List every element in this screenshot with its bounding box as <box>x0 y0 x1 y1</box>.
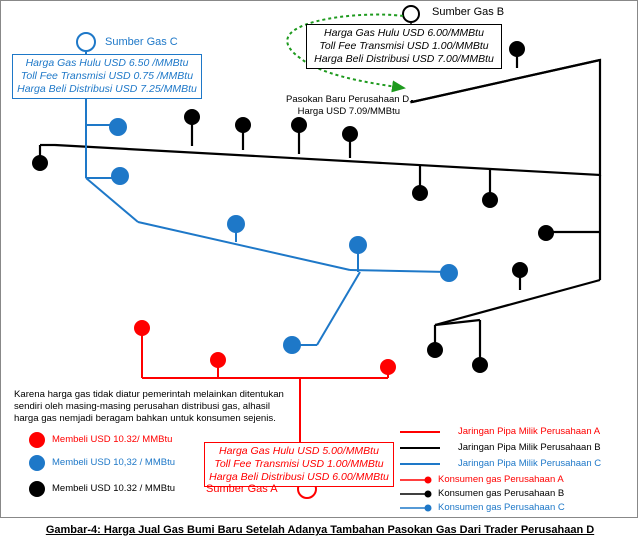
supply-d-line: Harga USD 7.09/MMBtu <box>297 106 401 117</box>
b-consumer <box>184 109 200 125</box>
pricing-note: Karena harga gas tidak diatur pemerintah… <box>14 389 284 425</box>
supply-d-label: Pasokan Baru Perusahaan D, Harga USD 7.0… <box>286 94 412 118</box>
b-consumer <box>509 41 525 57</box>
source-c-line: Harga Beli Distribusi USD 7.25/MMBtu <box>17 83 197 95</box>
supply-d-line: Pasokan Baru Perusahaan D, <box>286 94 412 105</box>
c-consumer <box>440 264 458 282</box>
b-consumer <box>482 192 498 208</box>
source-c-marker <box>76 32 96 52</box>
legend-dot-blue <box>29 455 45 471</box>
company-c-consumers <box>109 118 458 354</box>
c-consumer <box>283 336 301 354</box>
price-legend-blue: Membeli USD 10,32 / MMBtu <box>52 457 176 468</box>
company-a-consumers <box>134 320 396 375</box>
b-consumer <box>427 342 443 358</box>
b-consumer <box>538 225 554 241</box>
source-c-line: Harga Gas Hulu USD 6.50 /MMBtu <box>25 57 189 69</box>
legend-pipe-a: Jaringan Pipa Milik Perusahaan A <box>458 426 601 437</box>
line-legend-symbols <box>400 431 440 512</box>
b-consumer <box>291 117 307 133</box>
source-b-label: Sumber Gas B <box>432 6 505 18</box>
a-consumer <box>380 359 396 375</box>
company-b-consumers <box>32 41 554 373</box>
legend-consumer-b: Konsumen gas Perusahaan B <box>438 488 565 499</box>
c-consumer <box>349 236 367 254</box>
figure-caption: Gambar-4: Harga Jual Gas Bumi Baru Setel… <box>45 524 595 536</box>
b-consumer <box>32 155 48 171</box>
legend-pipe-b: Jaringan Pipa Milik Perusahaan B <box>458 442 601 453</box>
company-c-pipeline <box>85 52 449 346</box>
b-consumer <box>235 117 251 133</box>
price-legend-black: Membeli USD 10.32 / MMBtu <box>52 483 176 494</box>
new-supply-arrow <box>286 13 406 93</box>
c-consumer <box>109 118 127 136</box>
source-c-line: Toll Fee Transmisi USD 0.75 /MMBtu <box>20 70 194 82</box>
source-c-label: Sumber Gas C <box>105 36 178 48</box>
note-line: Karena harga gas tidak diatur pemerintah… <box>14 389 284 400</box>
b-consumer <box>342 126 358 142</box>
company-a-pipeline <box>141 330 389 442</box>
price-legend-red: Membeli USD 10.32/ MMBtu <box>52 434 173 445</box>
source-b-line: Harga Gas Hulu USD 6.00/MMBtu <box>324 27 484 39</box>
source-b-marker <box>402 5 420 23</box>
source-b-line: Harga Beli Distribusi USD 7.00/MMBtu <box>314 53 494 65</box>
source-a-price-box: Harga Gas Hulu USD 5.00/MMBtu Toll Fee T… <box>204 442 394 487</box>
source-b-price-box: Harga Gas Hulu USD 6.00/MMBtu Toll Fee T… <box>306 24 502 69</box>
source-c-price-box: Harga Gas Hulu USD 6.50 /MMBtu Toll Fee … <box>12 54 202 99</box>
source-a-label: Sumber Gas A <box>206 483 278 495</box>
note-line: harga gas nemjadi beragam bahkan untuk k… <box>14 413 276 424</box>
c-consumer <box>111 167 129 185</box>
source-a-line: Harga Beli Distribusi USD 6.00/MMBtu <box>209 471 389 483</box>
legend-dot-black <box>29 481 45 497</box>
source-b-line: Toll Fee Transmisi USD 1.00/MMBtu <box>319 40 489 52</box>
legend-consumer-c: Konsumen gas Perusahaan C <box>438 502 565 513</box>
b-consumer <box>472 357 488 373</box>
a-consumer <box>134 320 150 336</box>
b-consumer <box>412 185 428 201</box>
source-a-line: Toll Fee Transmisi USD 1.00/MMBtu <box>214 458 384 470</box>
b-consumer <box>512 262 528 278</box>
note-line: sendiri oleh masing-masing perusahan dis… <box>14 401 270 412</box>
legend-dot-red <box>29 432 45 448</box>
source-a-line: Harga Gas Hulu USD 5.00/MMBtu <box>219 445 379 457</box>
figure-frame <box>0 0 638 518</box>
c-consumer <box>227 215 245 233</box>
a-consumer <box>210 352 226 368</box>
legend-pipe-c: Jaringan Pipa Milik Perusahaan C <box>458 458 602 469</box>
legend-consumer-a: Konsumen gas Perusahaan A <box>438 474 564 485</box>
